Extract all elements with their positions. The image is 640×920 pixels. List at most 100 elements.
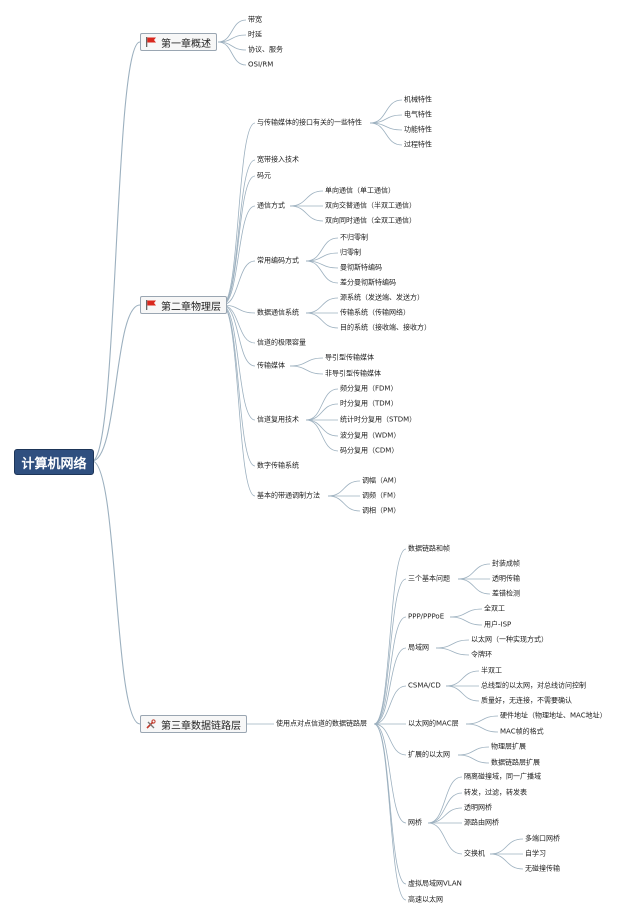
ch2-leaf[interactable]: 频分复用（FDM） [340,384,398,393]
ch2-leaf[interactable]: 码分复用（CDM） [340,446,399,455]
ch3-topic[interactable]: 局域网 [408,643,429,652]
ch2-leaf[interactable]: 调幅（AM） [362,476,401,485]
ch2-topic[interactable]: 基本的带通调制方法 [257,491,320,500]
ch2-leaf[interactable]: 机械特性 [404,95,432,104]
ch2-leaf[interactable]: 统计时分复用（STDM） [340,415,417,424]
connector-line [91,304,141,462]
ch2-topic[interactable]: 数据通信系统 [257,308,299,317]
ch2-leaf[interactable]: 调相（PM） [362,506,401,515]
ch2-leaf[interactable]: 曼彻斯特编码 [340,263,382,272]
ch2-leaf[interactable]: 功能特性 [404,125,432,134]
connector-line [373,723,407,885]
connector-line [465,723,499,733]
ch2-leaf[interactable]: 单向通信（单工通信） [325,186,395,195]
ch3-leaf[interactable]: 自学习 [525,849,546,858]
ch3-leaf[interactable]: 多端口网桥 [525,834,560,843]
connector-line [305,419,339,437]
ch3-leaf[interactable]: 用户-ISP [484,620,512,629]
ch2-topic[interactable]: 传输媒体 [257,361,285,370]
ch2-leaf[interactable]: 导引型传输媒体 [325,353,374,362]
connector-line [289,357,324,367]
connector-line [221,304,256,497]
ch1-item[interactable]: 带宽 [248,15,262,24]
ch3-leaf[interactable]: 数据链路层扩展 [491,758,540,767]
ch2-leaf[interactable]: 双向交替通信（半双工通信） [325,201,416,210]
connector-line [221,205,256,306]
ch1-item[interactable]: 时延 [248,30,262,39]
connector-line [449,608,483,618]
connector-line [427,776,463,824]
ch3-leaf[interactable]: 源路由网桥 [464,818,499,827]
chapter-2-node[interactable]: 第二章物理层 [140,296,227,314]
ch3-leaf[interactable]: 物理层扩展 [491,742,526,751]
ch2-leaf[interactable]: 归零制 [340,248,361,257]
ch3-leaf[interactable]: 差错检测 [492,589,520,598]
ch2-topic[interactable]: 宽带接入技术 [257,155,299,164]
ch2-leaf[interactable]: 源系统（发送端、发送方） [340,293,424,302]
ch2-leaf[interactable]: 差分曼彻斯特编码 [340,278,396,287]
ch3-leaf[interactable]: 透明传输 [492,574,520,583]
connector-line [305,419,339,452]
root-label: 计算机网络 [21,456,87,472]
ch3-topic[interactable]: 三个基本问题 [408,574,450,583]
ch3-leaf[interactable]: 隔离碰撞域，同一广播域 [464,772,541,781]
chapter-3-node[interactable]: 第三章数据链路层 [140,715,247,733]
ch2-leaf[interactable]: 不归零制 [340,233,368,242]
ch3-leaf[interactable]: 转发，过滤，转发表 [464,788,527,797]
ch3-topic[interactable]: 以太网的MAC层 [408,719,459,728]
ch3-leaf[interactable]: 硬件地址（物理地址、MAC地址） [500,711,607,720]
ch2-leaf[interactable]: 电气特性 [404,110,432,119]
ch3-topic[interactable]: PPP/PPPoE [408,612,445,621]
ch2-topic[interactable]: 信道的极限容量 [257,338,306,347]
connector-line [221,304,256,367]
connector-line [373,723,407,824]
ch2-topic[interactable]: 常用编码方式 [257,256,299,265]
ch3-leaf[interactable]: MAC帧的格式 [500,727,544,736]
chapter-1-node[interactable]: 第一章概述 [140,33,217,51]
ch1-item[interactable]: OSI/RM [248,60,274,69]
red-flag-icon [146,37,156,47]
connector-line [91,41,141,462]
ch3-leaf[interactable]: 以太网（一种实现方式） [471,635,548,644]
ch2-leaf[interactable]: 非导引型传输媒体 [325,369,381,378]
ch2-leaf[interactable]: 调频（FM） [362,491,401,500]
root-node[interactable]: 计算机网络 [14,449,94,475]
ch3-leaf[interactable]: 全双工 [484,604,505,613]
connector-line [369,122,403,146]
ch2-leaf[interactable]: 传输系统（传输网络） [340,308,410,317]
ch3-leaf[interactable]: 总线型的以太网，对总线访问控制 [481,681,586,690]
ch2-leaf[interactable]: 目的系统（接收端、接收方） [340,323,431,332]
ch3-leaf[interactable]: 封装成帧 [492,559,520,568]
ch3-sub[interactable]: 使用点对点信道的数据链路层 [276,719,367,728]
ch3-topic[interactable]: 高速以太网 [408,895,443,904]
ch3-leaf[interactable]: 令牌环 [471,650,492,659]
ch3-topic[interactable]: 网桥 [408,818,422,827]
connector-line [373,723,407,756]
connector-line [305,260,339,284]
connector-line [369,99,403,124]
ch3-leaf[interactable]: 质量好，无连接，不需要确认 [481,696,572,705]
connector-line [445,670,480,687]
ch2-topic[interactable]: 数字传输系统 [257,461,299,470]
ch3-topic[interactable]: CSMA/CD [408,681,441,690]
ch3-topic[interactable]: 虚拟局域网VLAN [408,879,462,888]
ch2-topic[interactable]: 信道复用技术 [257,415,299,424]
ch3-topic[interactable]: 数据链路和帧 [408,544,450,553]
ch2-topic[interactable]: 与传输媒体的接口有关的一些特性 [257,118,362,127]
connector-line [217,41,247,66]
ch2-topic[interactable]: 通信方式 [257,201,285,210]
ch3-topic[interactable]: 扩展的以太网 [408,750,450,759]
ch2-leaf[interactable]: 双向同时通信（全双工通信） [325,216,416,225]
connector-line [221,159,256,306]
ch3-leaf[interactable]: 交换机 [464,849,485,858]
ch3-leaf[interactable]: 半双工 [481,666,502,675]
ch1-item[interactable]: 协议、服务 [248,45,283,54]
connector-line [373,548,407,725]
ch3-leaf[interactable]: 无碰撞传输 [525,864,560,873]
ch3-leaf[interactable]: 透明网桥 [464,803,492,812]
ch2-topic[interactable]: 码元 [257,171,271,180]
ch2-leaf[interactable]: 过程特性 [404,140,432,149]
red-flag-icon [146,300,156,310]
ch2-leaf[interactable]: 波分复用（WDM） [340,431,401,440]
ch2-leaf[interactable]: 时分复用（TDM） [340,399,398,408]
